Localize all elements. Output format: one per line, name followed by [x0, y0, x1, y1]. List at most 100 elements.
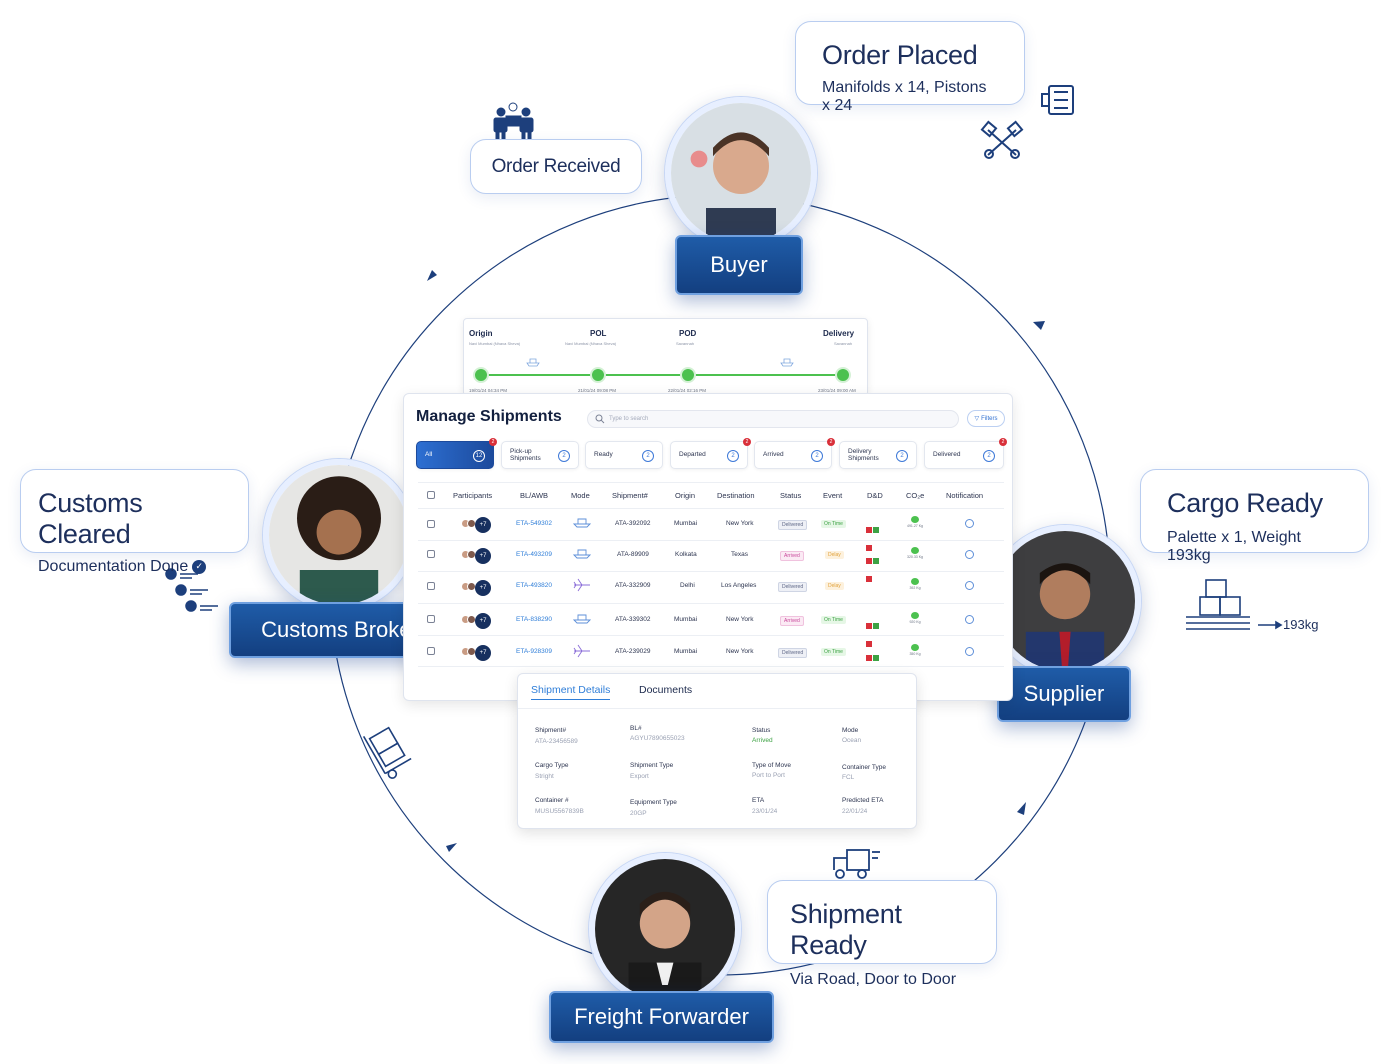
co2-emission: 350 Kg: [905, 644, 925, 656]
participants-more: +7: [475, 517, 491, 533]
order-received-callout: Order Received: [470, 139, 642, 194]
column-header[interactable]: Status: [780, 491, 802, 500]
chip-label: Delivered: [933, 451, 961, 458]
column-header[interactable]: Event: [823, 491, 843, 500]
tab-ready[interactable]: Ready 2: [585, 441, 663, 469]
detail-label: Shipment#: [535, 727, 567, 734]
filters-button[interactable]: ▽Filters: [967, 410, 1005, 427]
co2-emission: 320.33 Kg: [905, 547, 925, 559]
tab-arrived[interactable]: Arrived 2 2: [754, 438, 835, 469]
order-received-label: Order Received: [491, 156, 621, 177]
column-header[interactable]: Notification: [946, 491, 984, 500]
destination: Texas: [731, 551, 748, 558]
row-checkbox[interactable]: [427, 550, 435, 558]
co2-emission: 491.27 Kg: [905, 516, 925, 528]
chip-count: 2: [811, 450, 823, 462]
tab-documents[interactable]: Documents: [639, 684, 693, 696]
column-header[interactable]: D&D: [867, 491, 883, 500]
column-header[interactable]: CO₂e: [906, 491, 925, 500]
timeline-date-delivery: 23/01/24 09:00 AM: [818, 388, 856, 393]
bl-awb-link[interactable]: ETA-928309: [516, 648, 553, 655]
chip-label: Delivery Shipments: [848, 448, 879, 462]
notification-icon[interactable]: [965, 615, 974, 624]
column-header[interactable]: Destination: [717, 491, 755, 500]
column-header[interactable]: BL/AWB: [520, 491, 549, 500]
bl-awb-link[interactable]: ETA-838290: [516, 616, 553, 623]
row-checkbox[interactable]: [427, 582, 435, 590]
detail-value: FCL: [842, 774, 855, 781]
bl-awb-link[interactable]: ETA-493209: [516, 551, 553, 558]
participants-more: +7: [475, 548, 491, 564]
origin: Mumbai: [674, 616, 698, 623]
detail-label: ETA: [752, 797, 765, 804]
search-input[interactable]: Type to search: [587, 410, 959, 428]
tab-departed[interactable]: Departed 2 2: [670, 438, 751, 469]
airplane-icon: [573, 578, 590, 592]
timeline-stop-pol: POL: [590, 329, 607, 338]
cargo-ready-callout: Cargo Ready Palette x 1, Weight 193kg: [1140, 469, 1369, 564]
row-checkbox[interactable]: [427, 647, 435, 655]
pallet-boxes-icon: [1186, 579, 1283, 630]
chip-count: 2: [983, 450, 995, 462]
timeline-date-pol: 21/01/24 09:08 PM: [578, 388, 617, 393]
column-header[interactable]: Shipment#: [612, 491, 648, 500]
event-badge: On Time: [821, 616, 846, 624]
table-header-divider: [418, 482, 1004, 483]
detail-label: BL#: [630, 725, 642, 732]
cycle-arrow: [446, 843, 457, 852]
cycle-arrow: [427, 270, 437, 281]
ship-icon: [573, 614, 591, 624]
notification-icon[interactable]: [965, 519, 974, 528]
participants-more: +7: [475, 645, 491, 661]
bl-awb-link[interactable]: ETA-549302: [516, 520, 553, 527]
status-badge: Delivered: [778, 520, 808, 530]
column-header[interactable]: Origin: [675, 491, 696, 500]
freight-forwarder-avatar: [589, 853, 741, 1005]
detail-label: Mode: [842, 727, 859, 734]
destination: New York: [726, 648, 754, 655]
notification-icon[interactable]: [965, 581, 974, 590]
timeline-place-delivery: Savannah: [834, 341, 853, 346]
table-divider: [418, 571, 1004, 572]
detail-label: Type of Move: [752, 762, 792, 769]
demurrage-indicator: [866, 616, 886, 647]
customs-broker-avatar: [263, 459, 415, 611]
shipment-number: ATA-89909: [617, 551, 649, 558]
order-placed-subtitle: Manifolds x 14, Pistons x 24: [822, 79, 987, 114]
leaf-icon: [911, 578, 919, 585]
pistons-icon: [980, 120, 1024, 159]
select-all-checkbox[interactable]: [427, 491, 435, 499]
co2-value: 392 Kg: [909, 586, 921, 590]
column-header[interactable]: Participants: [453, 491, 493, 500]
tab-delivered[interactable]: Delivered 2 2: [924, 438, 1007, 469]
detail-label: Status: [752, 727, 771, 734]
detail-value: ATA-23456589: [535, 738, 578, 745]
tab-delivery-shipments[interactable]: Delivery Shipments 2: [839, 441, 917, 469]
origin: Mumbai: [674, 648, 698, 655]
notification-icon[interactable]: [965, 550, 974, 559]
detail-value: 23/01/24: [752, 808, 778, 815]
leaf-icon: [911, 612, 919, 619]
notification-icon[interactable]: [965, 647, 974, 656]
co2-value: 920 Kg: [909, 620, 921, 624]
tab-pickup-shipments[interactable]: Pick-up Shipments 2: [501, 441, 579, 469]
tab-all[interactable]: All 12 2: [416, 438, 497, 469]
status-badge: Delivered: [778, 648, 808, 658]
detail-value: Arrived: [752, 737, 773, 744]
ship-icon: [526, 358, 540, 367]
event-badge: Delay: [825, 582, 844, 590]
status-badge: Arrived: [780, 616, 804, 626]
chip-badge: 2: [489, 438, 497, 446]
row-checkbox[interactable]: [427, 615, 435, 623]
shipment-number: ATA-239029: [615, 648, 651, 655]
row-checkbox[interactable]: [427, 520, 435, 528]
detail-value: MUSU5567839B: [535, 808, 584, 815]
detail-value: 20GP: [630, 810, 647, 817]
timeline-dot-delivery: [835, 367, 851, 383]
bl-awb-link[interactable]: ETA-493820: [516, 582, 553, 589]
column-header[interactable]: Mode: [571, 491, 590, 500]
tab-shipment-details[interactable]: Shipment Details: [531, 684, 611, 700]
customs-cleared-subtitle: Documentation Done: [38, 558, 189, 575]
route-progress-line: [481, 374, 843, 376]
supplier-avatar: [989, 525, 1141, 677]
